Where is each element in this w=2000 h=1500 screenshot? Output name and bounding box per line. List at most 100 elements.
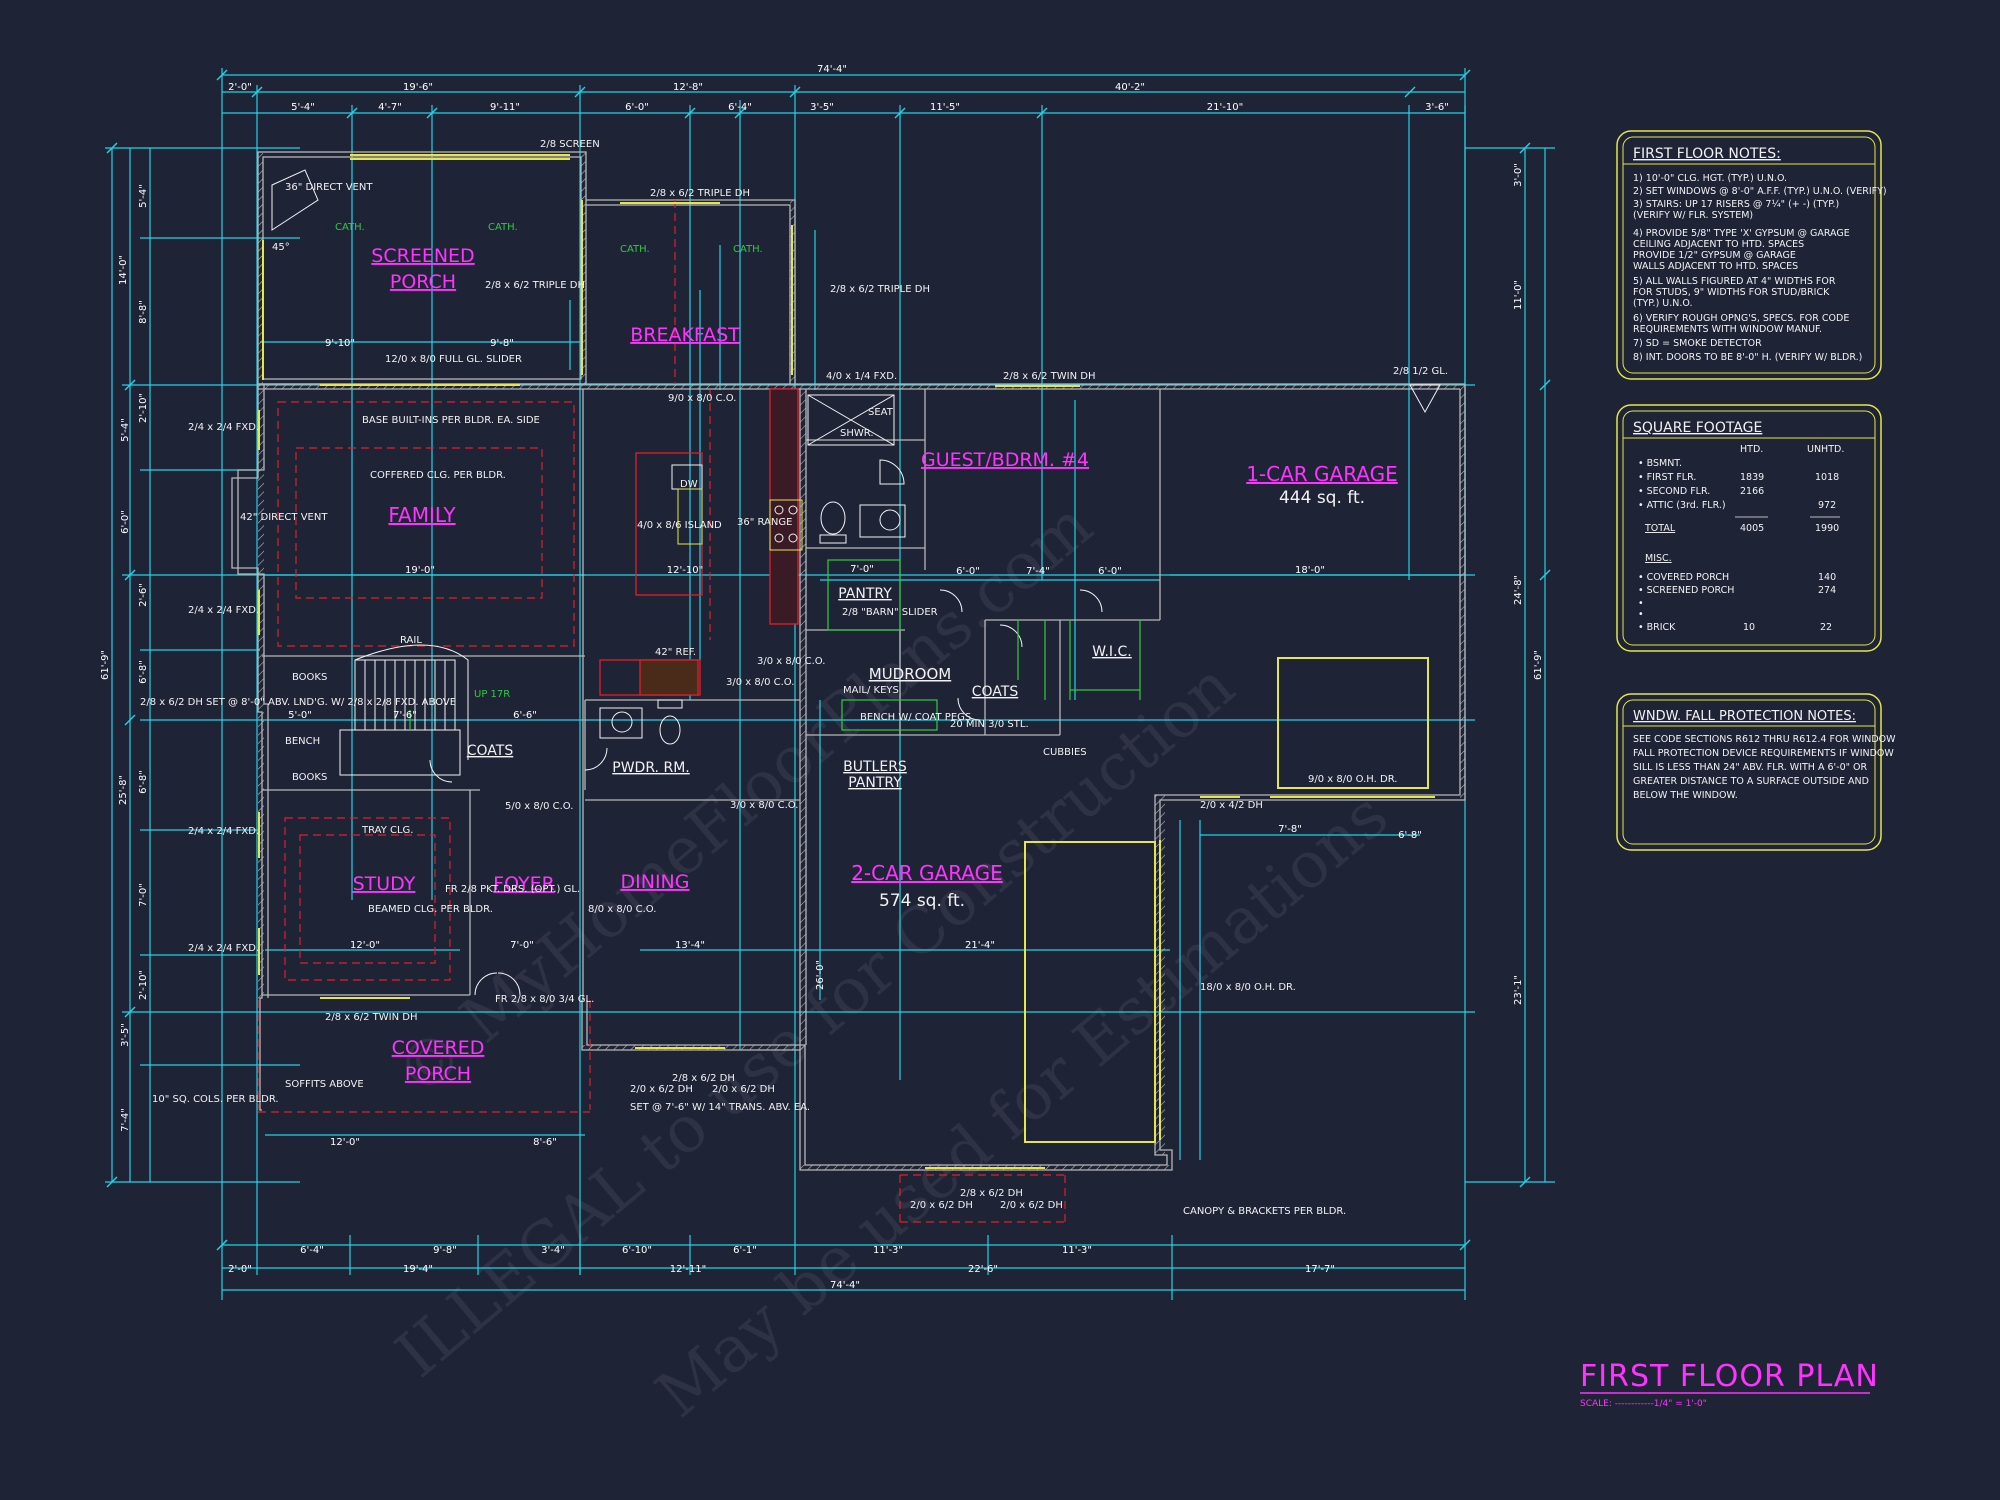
dim-in-family: 19'-0" bbox=[405, 565, 435, 576]
room-wic: W.I.C. bbox=[1092, 644, 1132, 660]
dim-left-12: 7'-0" bbox=[138, 883, 149, 907]
dim-in-mud2: 7'-4" bbox=[1026, 566, 1050, 577]
room-covered-1: COVERED bbox=[392, 1037, 485, 1059]
room-labels: SCREENED PORCH BREAKFAST FAMILY GUEST/BD… bbox=[353, 245, 1398, 1085]
ann-fxd-1: 2/4 x 2/4 FXD. bbox=[188, 422, 259, 433]
window-notes-panel: WNDW. FALL PROTECTION NOTES: SEE CODE SE… bbox=[1616, 693, 1896, 851]
dim-text-bottom: 6'-4" 9'-8" 3'-4" 6'-10" 6'-1" 11'-3" 11… bbox=[228, 1245, 1335, 1291]
ann-canopy: CANOPY & BRACKETS PER BLDR. bbox=[1183, 1206, 1346, 1217]
dim-bot-4: 22'-6" bbox=[968, 1264, 998, 1275]
room-garage1-area: 444 sq. ft. bbox=[1279, 488, 1365, 508]
note-line: 1) 10'-0" CLG. HGT. (TYP.) U.N.O. bbox=[1633, 173, 1787, 184]
ann-cath-2: CATH. bbox=[488, 222, 518, 233]
ann-fr-door: FR 2/8 x 8/0 3/4 GL. bbox=[495, 994, 594, 1005]
dim-text-interior: 19'-0" 18'-0" 12'-0" 7'-0" 13'-4" 21'-4"… bbox=[288, 338, 1422, 1148]
notes-panel-outer bbox=[1616, 130, 1882, 380]
dim-bot-12: 11'-3" bbox=[1062, 1245, 1092, 1256]
note-line: 8) INT. DOORS TO BE 8'-0" H. (VERIFY W/ … bbox=[1633, 352, 1862, 363]
ann-co-mid1: 3/0 x 8/0 C.O. bbox=[757, 656, 825, 667]
ann-co-dining: 8/0 x 8/0 C.O. bbox=[588, 904, 656, 915]
dim-in-g2v: 26'-0" bbox=[815, 960, 826, 990]
room-covered-2: PORCH bbox=[405, 1063, 471, 1085]
wndw-title: WNDW. FALL PROTECTION NOTES: bbox=[1633, 709, 1856, 724]
dim-top-10: 3'-5" bbox=[810, 102, 834, 113]
wndw-line: GREATER DISTANCE TO A SURFACE OUTSIDE AN… bbox=[1633, 776, 1869, 787]
dim-bot-8: 3'-4" bbox=[541, 1245, 565, 1256]
sqft-col-htd: HTD. bbox=[1740, 444, 1763, 455]
dim-in-stair2: 5'-0" bbox=[288, 710, 312, 721]
ann-cols: 10" SQ. COLS. PER BLDR. bbox=[152, 1094, 279, 1105]
doors bbox=[271, 169, 1441, 996]
sqft-row-htd: 1839 bbox=[1740, 472, 1764, 483]
room-garage2-area: 574 sq. ft. bbox=[879, 891, 965, 911]
dim-top-6: 4'-7" bbox=[378, 102, 402, 113]
sqft-misc-value: 274 bbox=[1818, 585, 1836, 596]
ann-seat: SEAT bbox=[868, 407, 894, 418]
ann-cath-1: CATH. bbox=[335, 222, 365, 233]
dim-top-12: 21'-10" bbox=[1207, 102, 1243, 113]
dim-bot-3: 12'-11" bbox=[670, 1264, 706, 1275]
dim-top-9: 6'-4" bbox=[728, 102, 752, 113]
ann-triple-dh-porch: 2/8 x 6/2 TRIPLE DH bbox=[485, 280, 585, 291]
ann-dining-win-1: 2/8 x 6/2 DH bbox=[672, 1073, 735, 1084]
ann-cath-4: CATH. bbox=[733, 244, 763, 255]
dim-in-g1-a: 7'-8" bbox=[1278, 824, 1302, 835]
sqft-row-label: • SECOND FLR. bbox=[1638, 486, 1710, 497]
dim-bot-overall: 74'-4" bbox=[830, 1280, 860, 1291]
sqft-brick-label: • BRICK bbox=[1638, 622, 1676, 633]
dim-in-break: 12'-10" bbox=[667, 565, 703, 576]
first-floor-notes-panel: FIRST FLOOR NOTES: 1) 10'-0" CLG. HGT. (… bbox=[1616, 130, 1887, 380]
note-line: 6) VERIFY ROUGH OPNG'S, SPECS. FOR CODE bbox=[1633, 313, 1849, 324]
ann-dining-win-2: 2/0 x 6/2 DH bbox=[630, 1084, 693, 1095]
kitchen-island bbox=[599, 388, 799, 696]
ann-rail: RAIL bbox=[400, 635, 422, 646]
square-footage-panel: SQUARE FOOTAGE HTD. UNHTD. • BSMNT. • FI… bbox=[1616, 404, 1882, 652]
ann-books-2: BOOKS bbox=[292, 772, 327, 783]
dim-top-2: 19'-6" bbox=[403, 82, 433, 93]
dim-top-8: 6'-0" bbox=[625, 102, 649, 113]
sqft-misc-row: • COVERED PORCH bbox=[1638, 572, 1729, 583]
ann-fxd-4-0: 4/0 x 1/4 FXD. bbox=[826, 371, 897, 382]
dim-bot-1: 2'-0" bbox=[228, 1264, 252, 1275]
dim-top-11: 11'-5" bbox=[930, 102, 960, 113]
sqft-title: SQUARE FOOTAGE bbox=[1633, 420, 1762, 436]
note-line: 7) SD = SMOKE DETECTOR bbox=[1633, 338, 1762, 349]
dim-bot-11: 11'-3" bbox=[873, 1245, 903, 1256]
ann-screen: 2/8 SCREEN bbox=[540, 139, 600, 150]
ann-twin-dh-top: 2/8 x 6/2 TWIN DH bbox=[1003, 371, 1095, 382]
sqft-misc-label: MISC. bbox=[1645, 553, 1672, 564]
room-screened-porch-2: PORCH bbox=[390, 271, 456, 293]
ann-cubbies: CUBBIES bbox=[1043, 747, 1087, 758]
dim-in-porch-l: 9'-10" bbox=[325, 338, 355, 349]
dim-left-13: 2'-10" bbox=[138, 970, 149, 1000]
sqft-row-unhtd: 972 bbox=[1818, 500, 1836, 511]
ann-shwr: SHWR. bbox=[840, 428, 874, 439]
ann-tray: TRAY CLG. bbox=[361, 825, 413, 836]
ann-direct-vent-2: 42" DIRECT VENT bbox=[240, 512, 328, 523]
room-butlers-2: PANTRY bbox=[848, 775, 902, 791]
room-mudroom: MUDROOM bbox=[869, 665, 951, 683]
dim-text-top: 74'-4" 2'-0" 19'-6" 12'-8" 40'-2" 5'-4" … bbox=[228, 64, 1449, 113]
ann-garage-win-2: 2/0 x 6/2 DH bbox=[910, 1200, 973, 1211]
ann-triple-dh-top: 2/8 x 6/2 TRIPLE DH bbox=[650, 188, 750, 199]
wndw-line: SEE CODE SECTIONS R612 THRU R612.4 FOR W… bbox=[1633, 734, 1896, 745]
dimension-ticks bbox=[106, 69, 1551, 1251]
sqft-misc-row: • bbox=[1638, 609, 1644, 620]
title-block: FIRST FLOOR PLAN SCALE: ------------1/4"… bbox=[1580, 1359, 1879, 1409]
room-screened-porch-1: SCREENED bbox=[371, 245, 474, 267]
note-line: 2) SET WINDOWS @ 8'-0" A.F.F. (TYP.) U.N… bbox=[1633, 186, 1887, 197]
room-study: STUDY bbox=[353, 873, 416, 895]
dim-in-pantry: 7'-0" bbox=[850, 564, 874, 575]
sqft-brick-a: 10 bbox=[1743, 622, 1755, 633]
plan-title: FIRST FLOOR PLAN bbox=[1580, 1359, 1879, 1394]
dim-left-10: 6'-8" bbox=[138, 660, 149, 684]
ann-books-1: BOOKS bbox=[292, 672, 327, 683]
dim-left-5: 7'-4" bbox=[120, 1108, 131, 1132]
ann-barn: 2/8 "BARN" SLIDER bbox=[842, 607, 938, 618]
appliances bbox=[599, 394, 906, 745]
ann-oh-dr-2: 18/0 x 8/0 O.H. DR. bbox=[1200, 982, 1296, 993]
dim-left-4: 8'-8" bbox=[138, 300, 149, 324]
room-garage1: 1-CAR GARAGE bbox=[1246, 462, 1398, 486]
